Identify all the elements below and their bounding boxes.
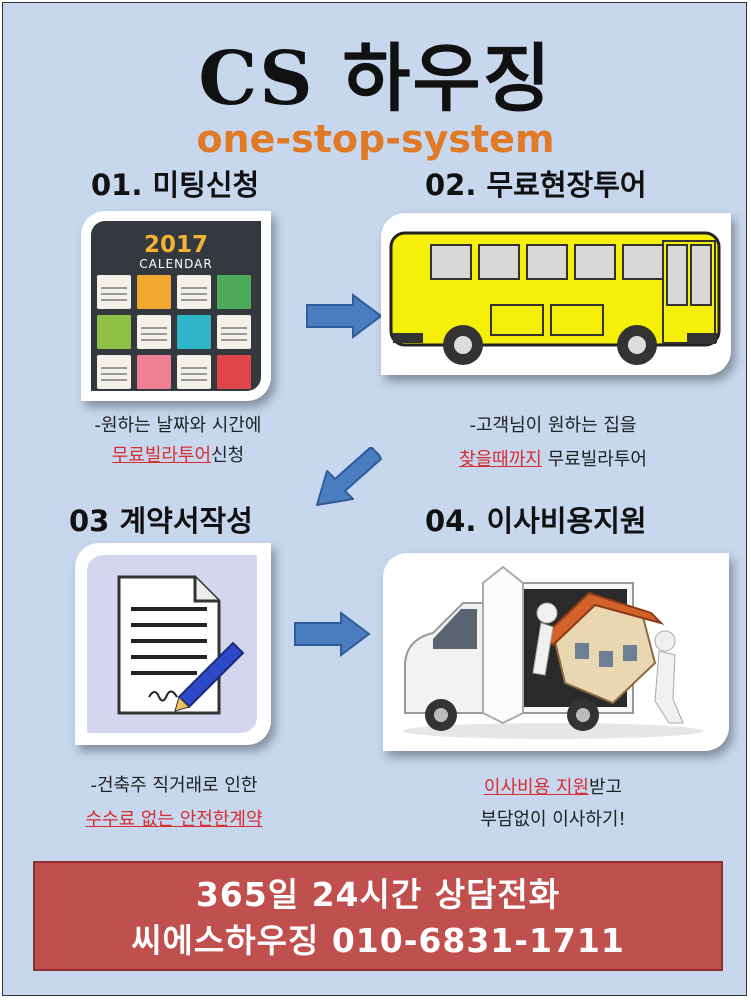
document-pen-icon [117,575,245,715]
step-1-desc-tail: 신청 [211,445,245,466]
step-3-title: 03 계약서작성 [69,504,253,538]
step-2-desc-line1: -고객님이 원하는 집을 [469,415,637,436]
step-4-desc-line2: 부담없이 이사하기! [480,809,626,830]
arrow-right-icon [306,293,383,339]
step-3-highlight: 수수료 없는 안전한계약 [85,809,263,830]
step-1-highlight: 무료빌라투어 [111,445,212,466]
calendar-year: 2017 [143,232,208,258]
page-title: CS 하우징 [198,36,553,122]
step-1-desc-line1: -원하는 날짜와 시간에 [94,415,262,436]
step-4-highlight: 이사비용 지원 [483,777,589,798]
step-4-title: 04. 이사비용지원 [425,504,647,538]
step-1-title: 01. 미팅신청 [91,168,260,202]
step-4-desc-tail: 받고 [588,777,623,798]
step-2-highlight: 찾을때까지 [459,449,542,470]
calendar-label: CALENDAR [139,257,213,271]
arrow-diagonal-icon [316,447,382,506]
banner-phone: 씨에스하우징 010-6831-1711 [131,921,625,960]
page-subtitle: one-stop-system [196,117,555,161]
banner-line-1: 365일 24시간 상담전화 [195,875,561,914]
step-3-desc-line1: -건축주 직거래로 인한 [90,775,258,796]
calendar-months-grid [97,275,251,389]
step-2-title: 02. 무료현장투어 [425,168,647,202]
contract-card [75,543,271,745]
step-3-desc-line2: 수수료 없는 안전한계약 [39,805,309,835]
calendar-card: 2017 CALENDAR [81,211,271,401]
bus-card [381,213,731,375]
arrow-right-icon-2 [294,611,371,657]
contact-banner: 365일 24시간 상담전화 씨에스하우징 010-6831-1711 [33,861,723,971]
step-1-desc-line2: 무료빌라투어신청 [43,441,313,471]
calendar-icon: 2017 CALENDAR [91,221,261,391]
step-2-desc-tail: 무료빌라투어 [541,449,647,470]
step-2-desc-line2: 찾을때까지 무료빌라투어 [403,445,703,475]
moving-card [383,553,729,751]
bus-icon [389,231,721,365]
moving-van-icon [403,565,703,739]
step-4-desc-line1: 이사비용 지원받고 [403,773,703,803]
